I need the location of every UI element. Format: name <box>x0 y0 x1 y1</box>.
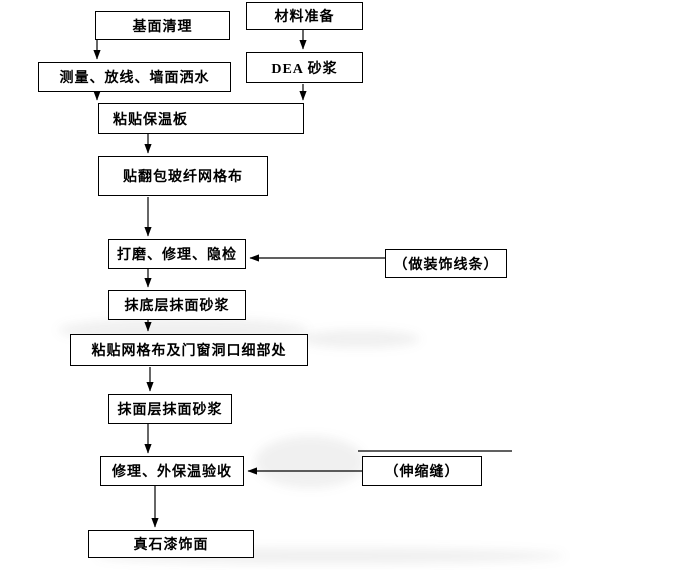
node-grind-repair-hidden-inspection: 打磨、修理、隐检 <box>108 239 246 269</box>
node-paste-insulation-board: 粘贴保温板 <box>98 103 304 134</box>
node-decorative-moulding-note: （做装饰线条） <box>385 249 507 278</box>
node-measure-layout-wall-watering: 测量、放线、墙面洒水 <box>38 62 231 92</box>
node-repair-insulation-acceptance: 修理、外保温验收 <box>100 456 244 486</box>
node-real-stone-paint-finish: 真石漆饰面 <box>88 530 254 558</box>
scan-artifact <box>255 436 365 488</box>
scan-artifact <box>300 330 420 348</box>
node-base-surface-cleaning: 基面清理 <box>95 11 230 40</box>
node-material-preparation: 材料准备 <box>246 2 363 30</box>
node-paste-mesh-door-window-details: 粘贴网格布及门窗洞口细部处 <box>70 334 308 366</box>
node-apply-base-coat-mortar: 抹底层抹面砂浆 <box>108 290 246 320</box>
node-expansion-joint-note: （伸缩缝） <box>362 456 482 486</box>
node-dea-mortar: DEA 砂浆 <box>246 52 363 83</box>
node-apply-finish-coat-mortar: 抹面层抹面砂浆 <box>108 394 232 424</box>
node-paste-wrap-fiberglass-mesh: 贴翻包玻纤网格布 <box>98 156 268 196</box>
